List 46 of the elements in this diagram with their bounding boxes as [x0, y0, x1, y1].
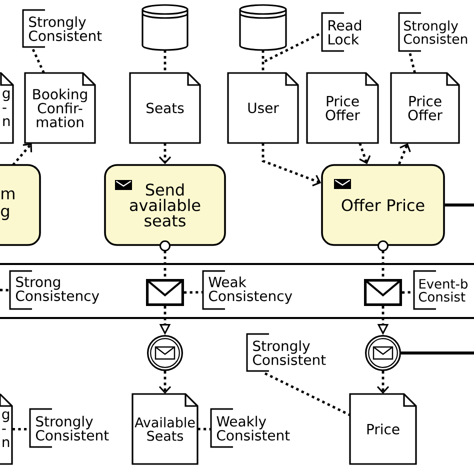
- text-annotation: Read Lock: [321, 12, 361, 52]
- arrow: [262, 143, 322, 186]
- document-box: User: [227, 72, 299, 144]
- arrow: [12, 143, 32, 166]
- document-box: Booking Confir- mation: [24, 72, 96, 144]
- text-annotation: Strongly Consistent: [246, 333, 326, 372]
- document-box: g - n: [0, 393, 13, 465]
- arrow: [376, 371, 390, 394]
- connector-line: [408, 53, 416, 74]
- message-envelope: [364, 279, 402, 306]
- task-box: m g: [0, 164, 41, 246]
- connector-line: [401, 352, 474, 354]
- text-annotation: Strongly Consisten: [398, 12, 468, 52]
- text-annotation: Event-b Consist: [413, 270, 468, 310]
- document-box: Price: [349, 393, 417, 465]
- database-cylinder: [142, 4, 188, 51]
- document-box: Available Seats: [132, 393, 198, 465]
- task-box: Offer Price: [321, 164, 445, 246]
- arrow: [398, 143, 411, 165]
- text-annotation: Strongly Consistent: [29, 408, 109, 448]
- connector-line: [378, 240, 388, 279]
- arrow: [158, 143, 172, 164]
- connector-line: [184, 291, 204, 294]
- connector-line: [198, 428, 212, 430]
- task-box: Send available seats: [104, 164, 226, 246]
- text-annotation: Weakly Consistent: [210, 408, 290, 448]
- document-box: g - n: [0, 72, 14, 144]
- text-annotation: Strongly Consistent: [22, 9, 102, 48]
- connector-line: [262, 33, 320, 64]
- connector-line: [0, 288, 10, 292]
- arrow: [358, 142, 371, 164]
- document-box: Price Offer: [306, 72, 379, 144]
- database-cylinder: [239, 4, 287, 51]
- message-envelope: [146, 279, 184, 306]
- connector-line: [444, 204, 474, 206]
- connector-line: [164, 50, 166, 73]
- connector-line: [262, 50, 264, 73]
- connector-line: [160, 240, 170, 279]
- document-box: Price Offer: [390, 72, 460, 144]
- connector-line: [264, 372, 350, 416]
- connector-line: [32, 48, 45, 74]
- arrow: [158, 371, 172, 394]
- document-box: Seats: [129, 72, 201, 144]
- text-annotation: Strong Consistency: [9, 270, 100, 310]
- text-annotation: Weak Consistency: [202, 270, 292, 310]
- lane-band: [0, 263, 474, 319]
